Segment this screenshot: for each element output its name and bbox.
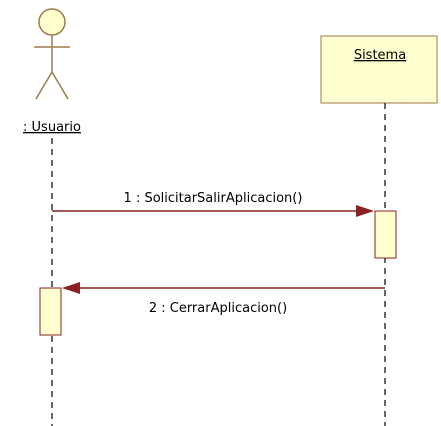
actor-left-leg	[35, 71, 53, 100]
message-2-arrowhead-icon	[62, 282, 80, 294]
actor-right-leg	[51, 71, 69, 100]
message-1-label: 1 : SolicitarSalirAplicacion()	[124, 191, 303, 206]
actor-head	[38, 8, 66, 36]
message-2-label: 2 : CerrarAplicacion()	[149, 301, 287, 316]
activation-sistema[interactable]	[374, 210, 397, 259]
activation-usuario[interactable]	[39, 287, 62, 336]
object-sistema-label: Sistema	[354, 48, 406, 63]
object-sistema-box[interactable]	[320, 35, 438, 104]
message-1-arrowhead-icon	[356, 205, 374, 217]
actor-usuario-label: : Usuario	[23, 120, 81, 135]
actor-usuario-icon[interactable]	[34, 8, 70, 100]
